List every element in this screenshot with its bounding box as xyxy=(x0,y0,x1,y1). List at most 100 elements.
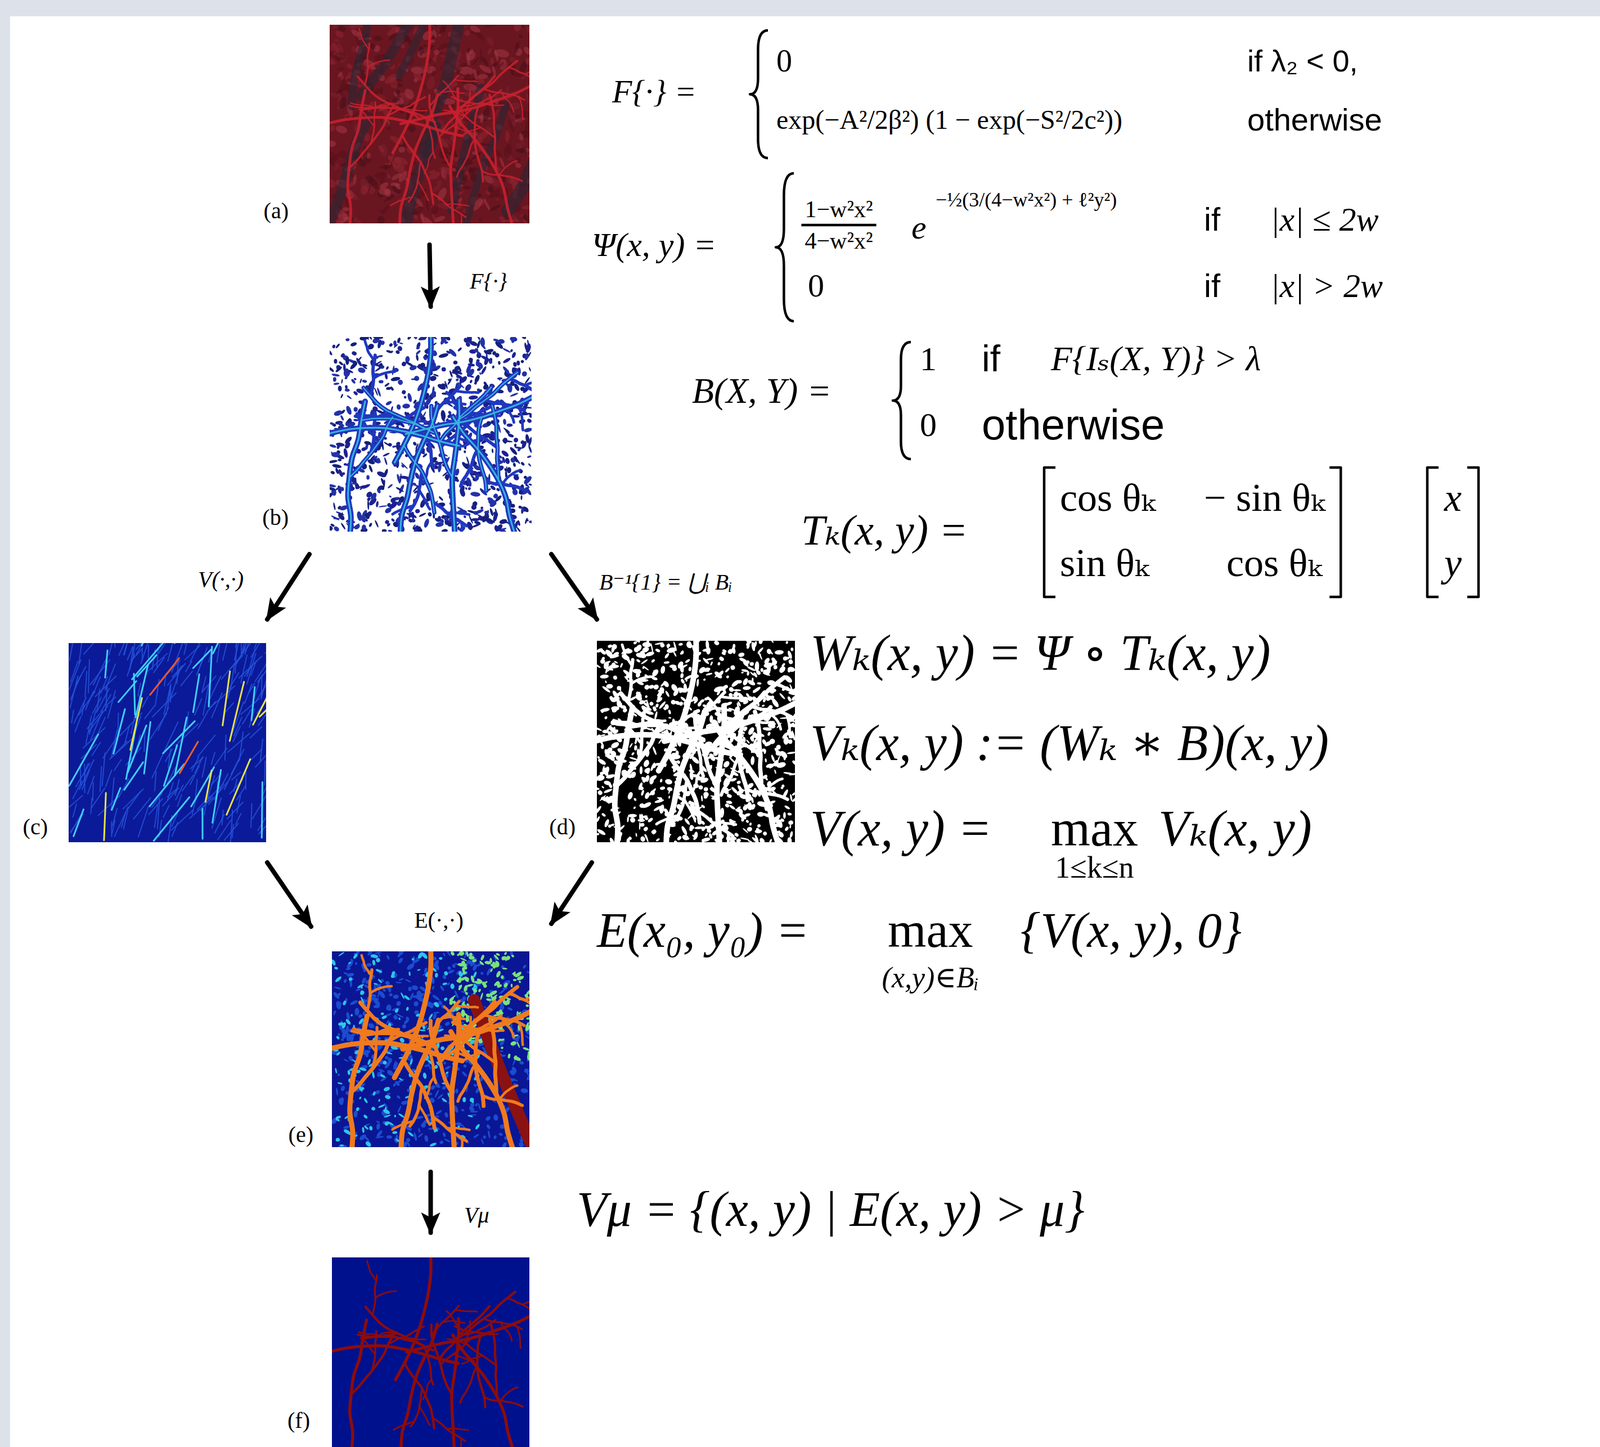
peak-line-response xyxy=(205,770,212,803)
filter-speckle xyxy=(488,508,494,517)
filter-speckle xyxy=(341,471,346,476)
filter-speckle xyxy=(513,437,519,443)
filter-speckle xyxy=(396,403,402,411)
weak-line-response xyxy=(182,775,194,791)
filter-speckle xyxy=(510,336,517,344)
weak-line-response xyxy=(108,690,116,719)
skin-texture xyxy=(376,144,386,154)
weak-line-response xyxy=(225,734,227,761)
filter-speckle xyxy=(443,519,452,525)
blood-vessel xyxy=(454,79,478,82)
weak-line-response xyxy=(155,688,158,706)
filter-speckle xyxy=(509,446,519,456)
filter-speckle xyxy=(340,379,344,384)
filter-speckle xyxy=(527,463,532,467)
filter-speckle xyxy=(512,462,516,467)
weak-line-response xyxy=(105,770,112,787)
filter-speckle xyxy=(360,446,367,452)
mask-speckle xyxy=(627,814,637,819)
strong-line-response xyxy=(69,643,263,841)
weak-line-response xyxy=(144,706,155,719)
filter-speckle xyxy=(525,519,529,522)
weak-line-response xyxy=(209,685,235,708)
filter-speckle xyxy=(452,360,458,366)
filter-speckle xyxy=(336,486,341,491)
mask-speckle xyxy=(619,662,624,668)
curly-brace xyxy=(892,342,911,460)
filter-speckle xyxy=(493,524,500,532)
filter-speckle xyxy=(438,495,444,502)
blood-vessel xyxy=(461,112,496,138)
blood-vessel xyxy=(499,160,518,175)
max-line-response xyxy=(179,741,199,773)
vessel-response xyxy=(348,401,366,532)
blood-vessel xyxy=(367,60,390,68)
filter-speckle xyxy=(408,511,416,520)
strong-line-response xyxy=(261,781,263,838)
weak-line-response xyxy=(175,723,199,746)
skin-texture xyxy=(329,50,341,64)
weak-line-response xyxy=(127,791,141,810)
max-line-response xyxy=(150,658,180,695)
skin-texture xyxy=(393,182,402,191)
filter-speckle xyxy=(479,336,485,348)
filter-speckle xyxy=(493,340,505,350)
skin-texture xyxy=(329,140,337,148)
weak-line-response xyxy=(250,803,253,828)
mask-speckle xyxy=(644,694,649,699)
skin-texture xyxy=(457,196,464,203)
filter-speckle xyxy=(385,400,393,407)
skin-texture xyxy=(350,45,358,54)
filter-speckle xyxy=(499,518,509,525)
filter-speckle xyxy=(335,442,341,450)
filter-speckle xyxy=(468,394,479,400)
skin-texture xyxy=(464,83,471,92)
filter-speckle xyxy=(492,510,500,518)
filter-speckle xyxy=(440,409,447,421)
filter-speckle xyxy=(376,487,382,494)
weak-line-response xyxy=(114,759,122,771)
filter-speckle xyxy=(506,466,512,474)
weak-line-response xyxy=(69,659,82,690)
filter-speckle xyxy=(511,488,519,496)
filter-speckle xyxy=(467,362,475,367)
filter-speckle xyxy=(344,388,350,392)
weak-line-response xyxy=(231,749,245,775)
filter-speckle xyxy=(361,524,367,531)
skin-texture xyxy=(506,119,516,133)
filter-speckle xyxy=(393,340,397,346)
skin-texture xyxy=(429,205,439,215)
filter-speckle xyxy=(420,336,427,341)
skin-texture xyxy=(477,73,489,80)
weak-line-response xyxy=(82,701,85,716)
weak-line-response xyxy=(163,805,169,818)
weak-line-response xyxy=(222,643,230,660)
skin-texture xyxy=(341,216,355,224)
filter-speckle xyxy=(333,382,340,386)
matrix-bracket xyxy=(1329,467,1341,597)
mask-speckle xyxy=(790,647,794,651)
weak-line-response xyxy=(175,784,183,800)
vessel-response xyxy=(460,448,479,487)
skin-texture xyxy=(527,26,530,34)
filter-speckle xyxy=(378,354,384,358)
strong-line-response xyxy=(153,797,190,841)
filter-speckle xyxy=(522,505,530,514)
skin-texture xyxy=(517,33,524,39)
skin-texture xyxy=(337,24,347,33)
mask-speckle xyxy=(705,672,713,676)
filter-speckle xyxy=(382,452,391,458)
filter-speckle xyxy=(397,379,404,386)
weak-line-response xyxy=(231,772,241,781)
weak-line-response xyxy=(121,812,126,828)
filter-speckle xyxy=(398,342,403,345)
filter-speckle xyxy=(513,361,518,367)
filter-speckle xyxy=(345,338,350,342)
filter-speckle xyxy=(454,372,464,380)
filter-speckle xyxy=(344,405,353,416)
filter-speckle xyxy=(504,457,511,465)
weak-line-response xyxy=(147,645,150,659)
filter-speckle xyxy=(372,336,384,340)
filter-speckle xyxy=(441,514,446,520)
filter-speckle xyxy=(464,383,473,393)
